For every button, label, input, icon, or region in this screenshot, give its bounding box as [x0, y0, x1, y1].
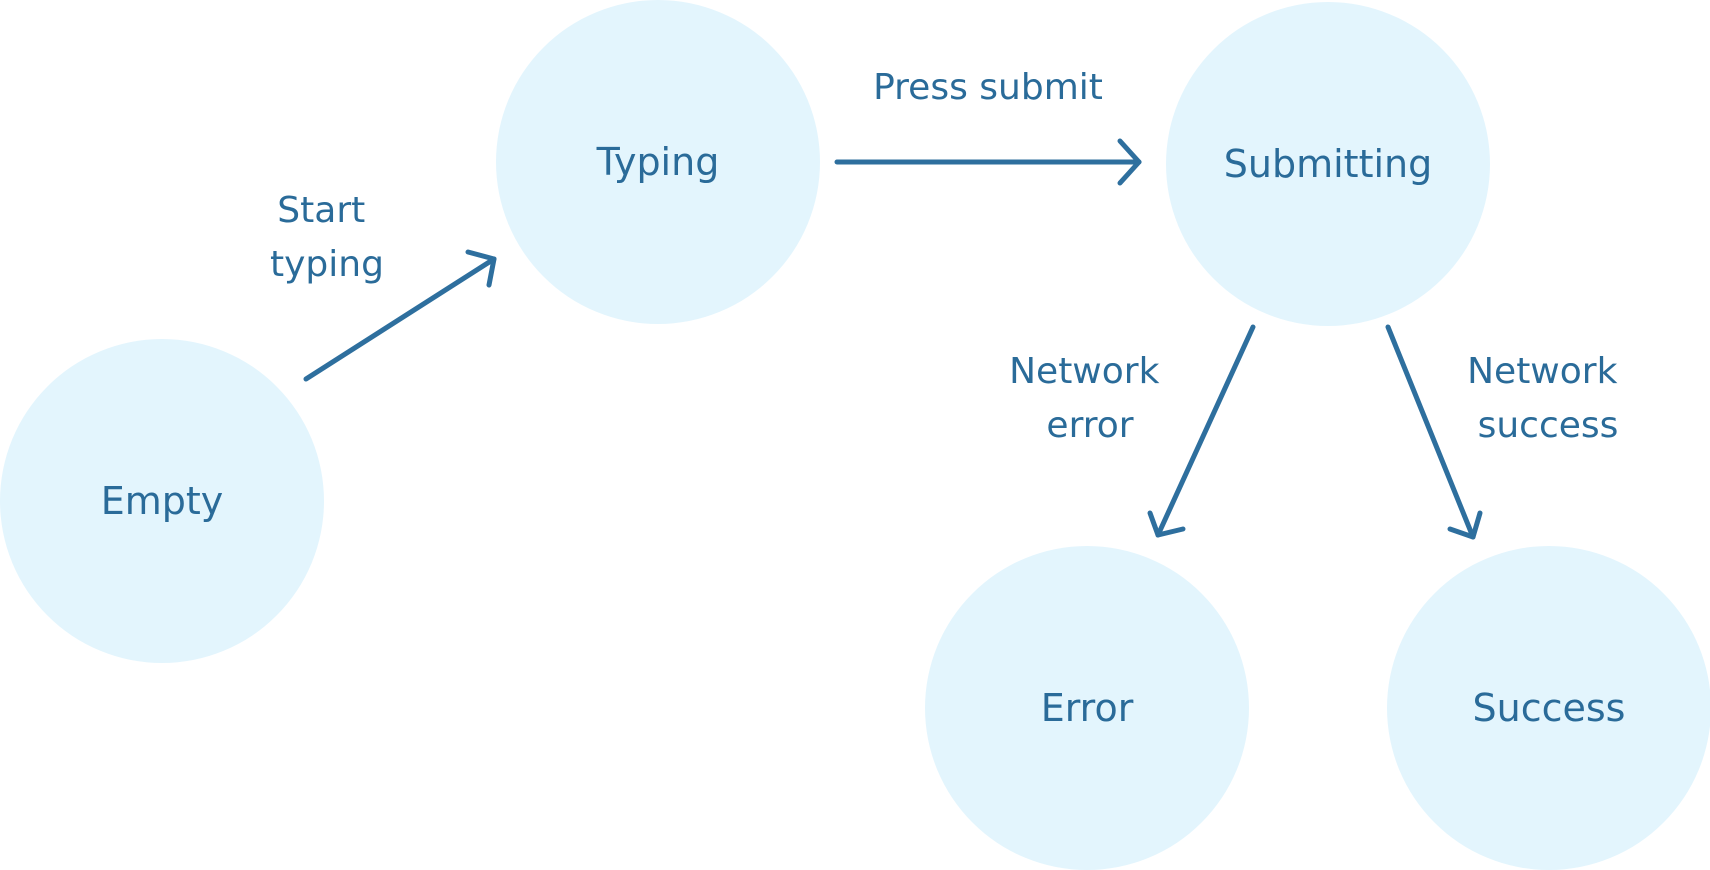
edge-label-network-success-line2: success [1478, 405, 1619, 446]
state-circle-typing [496, 0, 820, 324]
state-label-empty: Empty [101, 479, 224, 523]
edge-label-network-success: Network success [1467, 351, 1629, 446]
edge-label-network-error-line2: error [1046, 405, 1133, 446]
state-label-success: Success [1473, 686, 1626, 730]
arrow-network-success-line [1385, 324, 1476, 540]
state-label-typing: Typing [596, 140, 720, 184]
state-node-success: Success [1387, 546, 1710, 870]
edge-label-start-typing-line2: typing [270, 244, 384, 285]
state-circle-error [925, 546, 1249, 870]
arrow-network-success-head [1447, 510, 1483, 540]
arrow-start-typing-head [465, 249, 497, 288]
arrow-network-success [1385, 324, 1483, 540]
arrow-start-typing [303, 249, 497, 382]
edge-label-network-error-line1: Network [1009, 351, 1159, 392]
arrow-network-error [1147, 324, 1256, 538]
state-circle-empty [0, 339, 324, 663]
arrow-press-submit [834, 138, 1142, 186]
state-label-submitting: Submitting [1224, 142, 1432, 186]
edge-label-start-typing: Start typing [270, 190, 384, 285]
state-node-submitting: Submitting [1166, 2, 1490, 326]
state-node-empty: Empty [0, 339, 324, 663]
edge-label-network-error: Network error [1009, 351, 1171, 446]
arrow-network-error-line [1155, 324, 1256, 538]
state-node-error: Error [925, 546, 1249, 870]
state-circle-success [1387, 546, 1710, 870]
arrow-start-typing-line [303, 256, 497, 382]
state-circle-submitting [1166, 2, 1490, 326]
edge-label-press-submit: Press submit [873, 67, 1103, 108]
state-label-error: Error [1041, 686, 1134, 730]
edge-label-network-success-line1: Network [1467, 351, 1617, 392]
state-node-typing: Typing [496, 0, 820, 324]
edge-label-start-typing-line1: Start [277, 190, 365, 231]
arrow-press-submit-head [1117, 138, 1142, 186]
arrow-network-error-head [1147, 510, 1186, 538]
